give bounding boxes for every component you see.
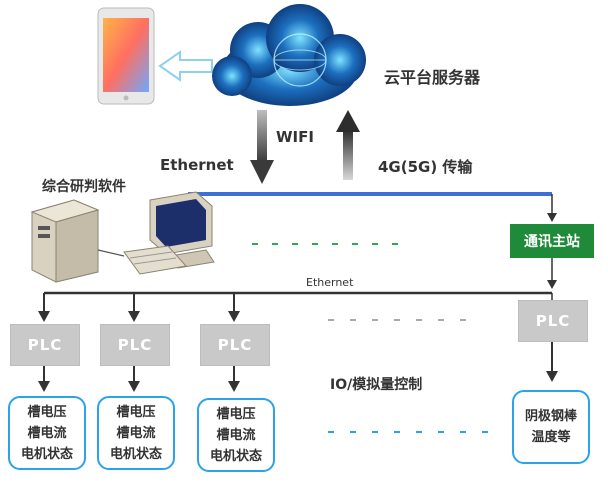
plc-box-3: PLC — [200, 324, 270, 366]
info-line: 电机状态 — [20, 446, 73, 462]
wifi-label: WIFI — [276, 128, 314, 146]
plc-box-1: PLC — [10, 324, 80, 366]
info-line: 温度等 — [531, 430, 571, 445]
info-line: 槽电压 — [116, 404, 156, 420]
plc-drop-arrowheads — [38, 311, 240, 322]
info-line: 电机状态 — [109, 446, 162, 462]
communication-station: 通讯主站 — [510, 224, 594, 258]
computer-icon — [123, 191, 215, 275]
phone-icon — [97, 7, 155, 105]
info-line: 阴极钢棒 — [524, 409, 577, 424]
plc-to-info-lines — [43, 340, 553, 384]
info-box-2: 槽电压 槽电流 电机状态 — [97, 396, 175, 470]
ethernet-top-label: Ethernet — [160, 156, 234, 174]
info-line: 槽电流 — [27, 425, 67, 441]
info-box-1: 槽电压 槽电流 电机状态 — [8, 396, 86, 470]
plc-box-2: PLC — [100, 324, 170, 366]
info-box-4: 阴极钢棒 温度等 — [512, 390, 590, 464]
wifi-down-arrow — [250, 110, 274, 184]
info-line: 电机状态 — [209, 448, 262, 464]
station-drop-arrowhead — [547, 280, 557, 289]
info-line: 槽电压 — [27, 404, 67, 420]
cellular-label: 4G(5G) 传输 — [378, 158, 473, 176]
plc-box-4: PLC — [518, 300, 588, 342]
io-control-label: IO/模拟量控制 — [330, 377, 423, 393]
top-bus-drop-arrowhead — [547, 213, 557, 222]
cloud-server-label: 云平台服务器 — [384, 68, 481, 87]
plc-drop-lines — [43, 293, 235, 314]
server-computer-link — [97, 249, 125, 257]
ethernet-bus-label: Ethernet — [306, 276, 354, 289]
plc-to-info-arrowheads — [38, 371, 558, 392]
cloud-icon — [212, 4, 366, 106]
software-label: 综合研判软件 — [42, 179, 126, 195]
server-icon — [30, 199, 100, 283]
info-line: 槽电流 — [216, 427, 256, 443]
cellular-up-arrow — [336, 110, 360, 180]
info-line: 槽电压 — [216, 406, 256, 422]
cloud-to-phone-arrow — [158, 50, 213, 82]
info-line: 槽电流 — [116, 425, 156, 441]
info-box-3: 槽电压 槽电流 电机状态 — [197, 398, 275, 472]
